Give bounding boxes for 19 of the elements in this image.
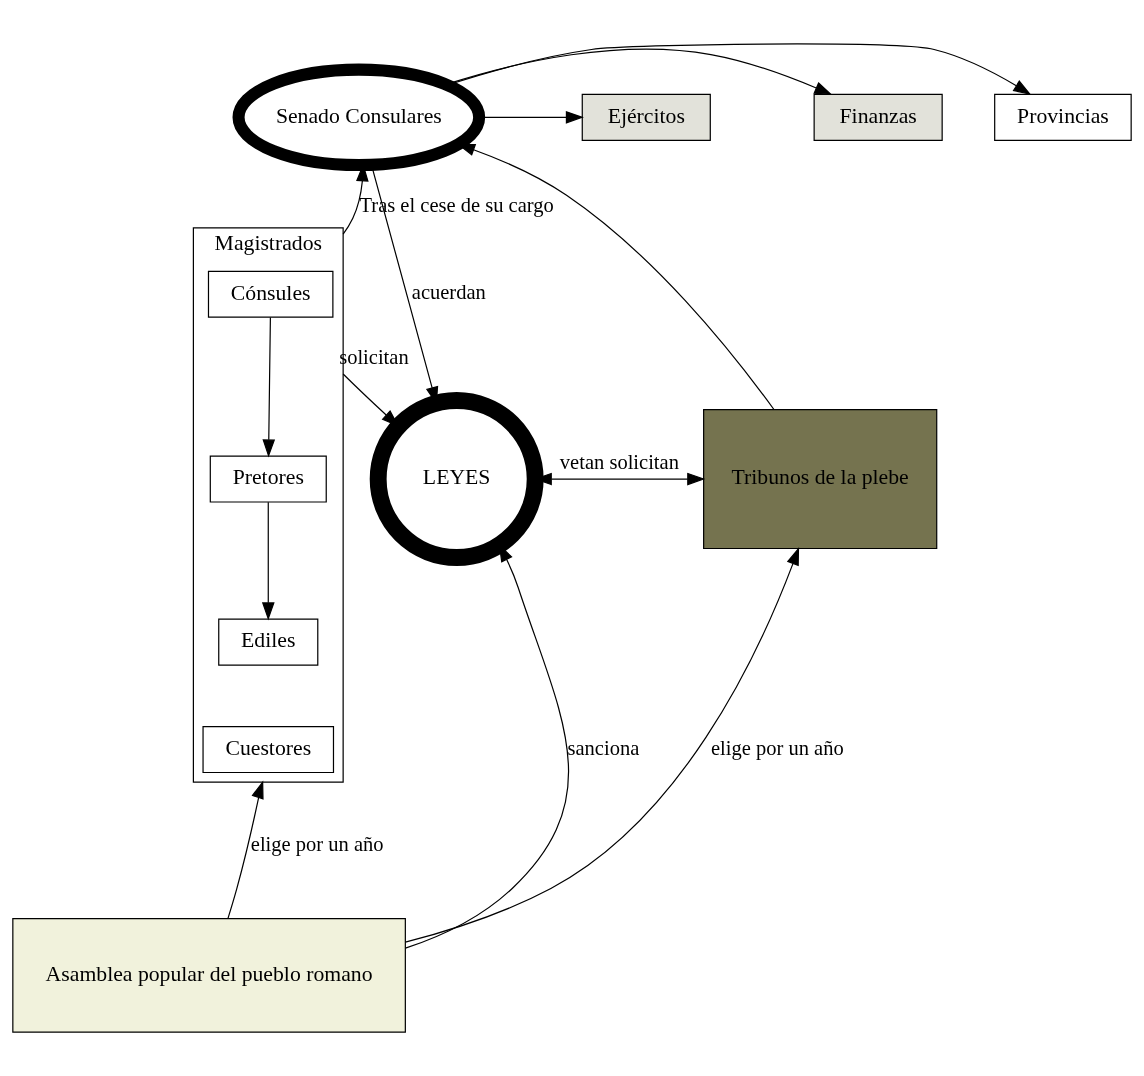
node-ellipse: Senado Consulares xyxy=(232,63,486,172)
node-box: Pretores xyxy=(209,455,327,503)
edge-label: elige por un año xyxy=(250,832,384,855)
node-box: Provincias xyxy=(994,93,1132,141)
arrow xyxy=(262,316,276,458)
edge-label: sanciona xyxy=(567,736,640,759)
arrow xyxy=(404,546,800,943)
edge-label: vetan solicitan xyxy=(559,450,679,473)
node-box: Finanzas xyxy=(813,93,943,141)
node-box: Cuestores xyxy=(202,726,335,774)
edge-label: acuerdan xyxy=(411,281,486,304)
node-box: Tribunos de la plebe xyxy=(703,409,938,550)
edge-label: elige por un año xyxy=(710,736,844,759)
arrow xyxy=(227,780,264,920)
node-box: Asamblea popular del pueblo romano xyxy=(12,918,406,1033)
node-box: Cónsules xyxy=(207,270,334,318)
node-box: Ediles xyxy=(218,618,319,666)
node-box: Ejércitos xyxy=(581,93,711,141)
arrow xyxy=(261,501,275,621)
